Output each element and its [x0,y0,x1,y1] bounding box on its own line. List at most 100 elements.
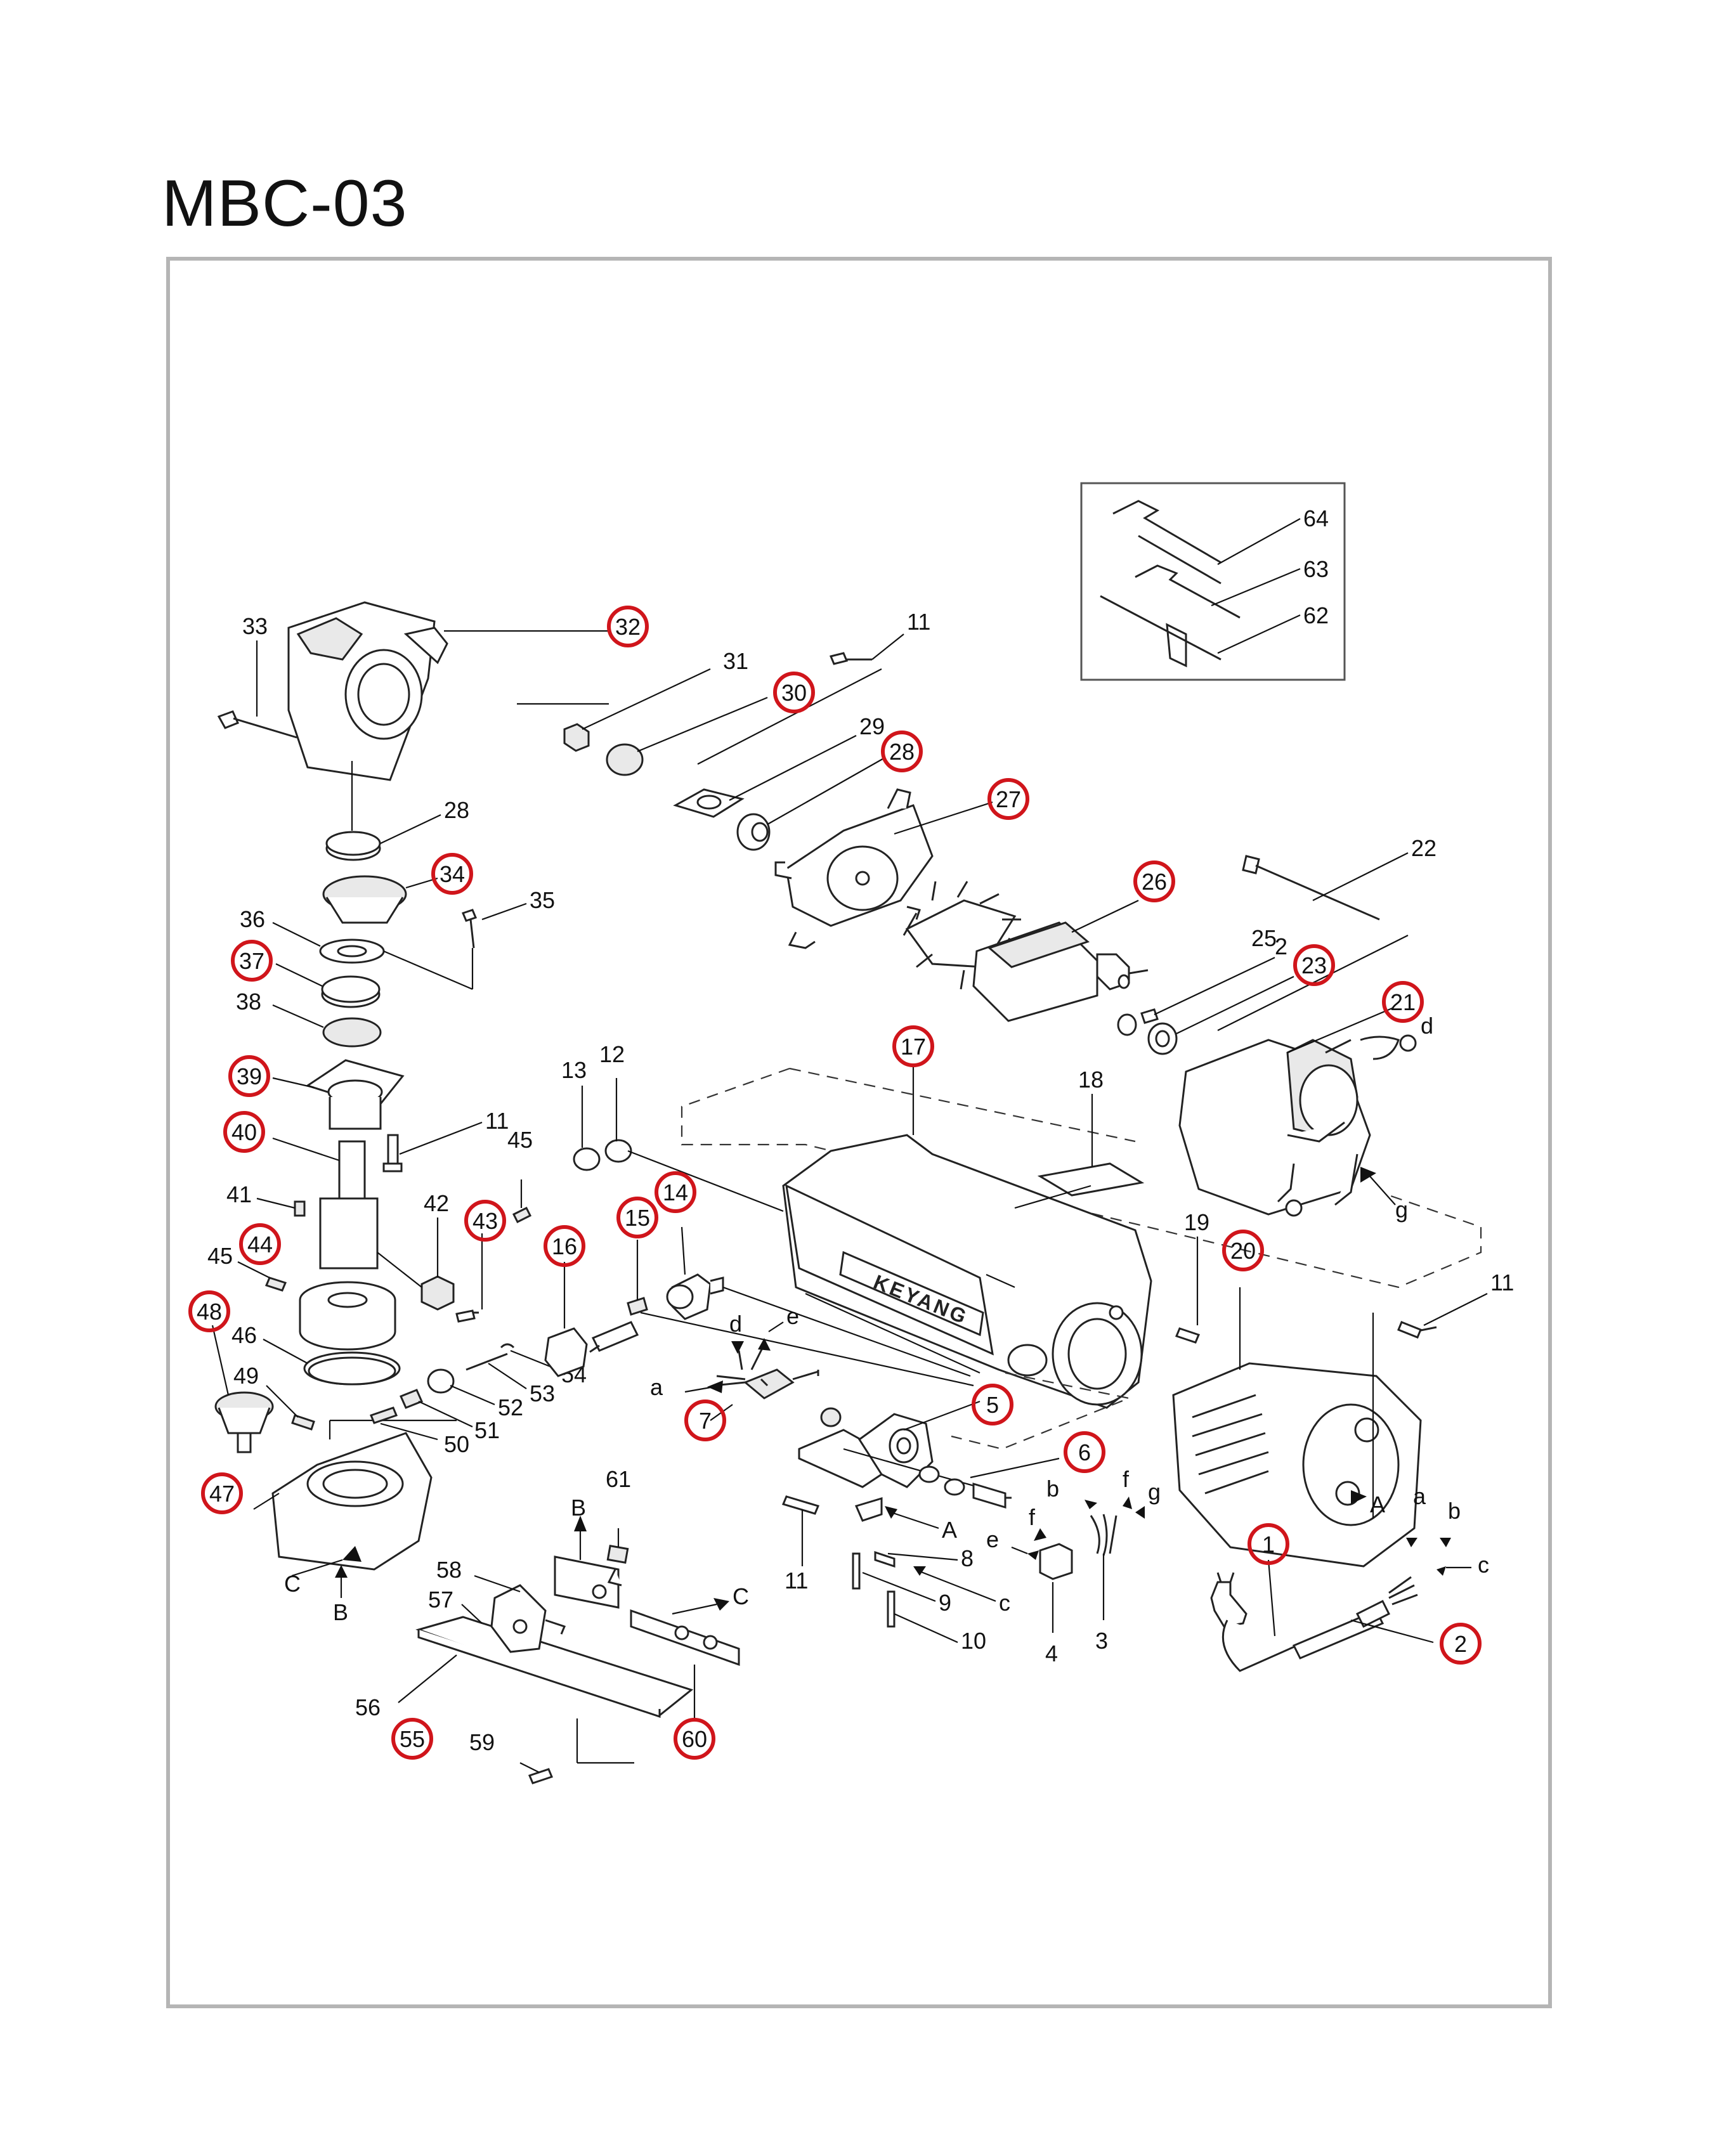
callout-37: 37 [231,940,273,982]
svg-text:28: 28 [889,739,915,765]
label-f-cord: f [1123,1466,1130,1492]
svg-text:44: 44 [247,1231,273,1257]
callout-17: 17 [892,1025,934,1067]
svg-text:60: 60 [682,1726,707,1752]
callout-14: 14 [655,1171,696,1213]
callout-30: 30 [773,672,815,713]
label-18: 18 [1078,1067,1104,1093]
callout-32: 32 [607,606,649,647]
svg-text:37: 37 [239,948,264,974]
label-51: 51 [474,1417,500,1443]
svg-text:7: 7 [699,1408,712,1434]
label-C-left: C [284,1571,301,1597]
svg-text:48: 48 [197,1299,222,1325]
callout-21: 21 [1382,981,1424,1023]
tool-kit-inset: 64 63 62 [1080,482,1346,681]
svg-text:47: 47 [209,1481,235,1507]
callout-43: 43 [464,1200,506,1242]
upper-drive-parts: 31 11 29 [517,609,993,949]
label-4: 4 [1045,1640,1058,1666]
svg-text:27: 27 [996,786,1021,812]
callout-48: 48 [188,1290,230,1332]
svg-text:32: 32 [615,614,641,640]
callout-23: 23 [1293,944,1335,986]
label-31: 31 [723,648,748,674]
label-45-right: 45 [507,1127,533,1153]
label-46: 46 [231,1322,257,1348]
label-d-switch: d [729,1311,742,1337]
label-11-right: 11 [1490,1270,1514,1296]
label-9: 9 [939,1590,951,1616]
svg-text:15: 15 [625,1205,650,1231]
page-title: MBC-03 [162,167,408,240]
label-53: 53 [530,1380,555,1406]
label-11-bottom: 11 [785,1568,808,1594]
label-b-cord-end: b [1448,1498,1461,1524]
label-g-cord: g [1148,1479,1161,1505]
callout-60: 60 [674,1718,715,1760]
svg-text:39: 39 [237,1063,262,1089]
callout-15: 15 [616,1197,658,1238]
callout-34: 34 [431,853,473,895]
label-58: 58 [436,1557,462,1583]
label-C-cutter: C [733,1583,749,1609]
label-A-cover: A [1370,1491,1385,1517]
svg-text:2: 2 [1454,1631,1467,1657]
label-b-cord: b [1046,1476,1059,1502]
label-45-left: 45 [207,1243,233,1269]
label-42: 42 [424,1190,449,1216]
svg-text:16: 16 [552,1233,577,1259]
label-f-cap: f [1029,1504,1036,1530]
diagram-frame [166,257,1552,2008]
svg-text:21: 21 [1390,989,1416,1015]
label-A-plate: A [942,1517,957,1543]
callout-2: 2 [1440,1623,1482,1665]
callout-1: 1 [1248,1523,1289,1565]
label-3: 3 [1095,1628,1108,1654]
label-13: 13 [561,1057,587,1083]
callout-27: 27 [987,778,1029,820]
label-19: 19 [1184,1209,1209,1235]
label-2-near-25: 2 [1275,933,1287,959]
callout-5: 5 [972,1384,1013,1425]
svg-text:6: 6 [1078,1439,1091,1465]
motor-armature-assembly: 25 2 22 d g [902,835,1437,1223]
label-e-cap: e [986,1526,999,1552]
label-a-cord: a [1413,1483,1426,1509]
label-e-switch: e [786,1303,799,1329]
label-36: 36 [240,906,265,932]
label-56: 56 [355,1694,381,1720]
label-28-left: 28 [444,797,469,823]
callout-47: 47 [201,1472,243,1514]
cord-and-rear-cover: f e 4 b f g 3 A 11 [986,1270,1514,1672]
label-62: 62 [1303,602,1329,628]
svg-text:26: 26 [1142,869,1167,895]
callout-26: 26 [1133,860,1175,902]
label-41: 41 [226,1181,252,1207]
svg-text:30: 30 [781,680,807,706]
label-52: 52 [498,1394,523,1420]
label-49: 49 [233,1363,259,1389]
label-a-switch: a [650,1374,663,1400]
label-11-top: 11 [907,609,930,635]
label-B-cutter: B [571,1495,586,1521]
svg-text:20: 20 [1230,1238,1256,1264]
label-35: 35 [530,887,555,913]
label-10: 10 [961,1628,986,1654]
label-50: 50 [444,1431,469,1457]
brush-switch-assembly: a d e [544,1226,974,1427]
callout-44: 44 [239,1223,281,1265]
label-d-stator: d [1421,1013,1433,1039]
label-8: 8 [961,1545,974,1571]
circled-callouts: 32 30 28 27 26 23 21 17 20 34 37 39 40 4… [188,606,1482,1760]
gear-housing-assembly: 33 28 35 36 38 [207,601,609,1625]
label-g-stator: g [1395,1197,1408,1223]
svg-text:55: 55 [400,1726,425,1752]
label-11-left: 11 [485,1108,509,1134]
label-63: 63 [1303,556,1329,582]
label-25: 25 [1251,925,1277,951]
callout-55: 55 [391,1718,433,1760]
label-12: 12 [599,1041,625,1067]
svg-text:17: 17 [901,1034,926,1060]
label-38: 38 [236,989,261,1015]
